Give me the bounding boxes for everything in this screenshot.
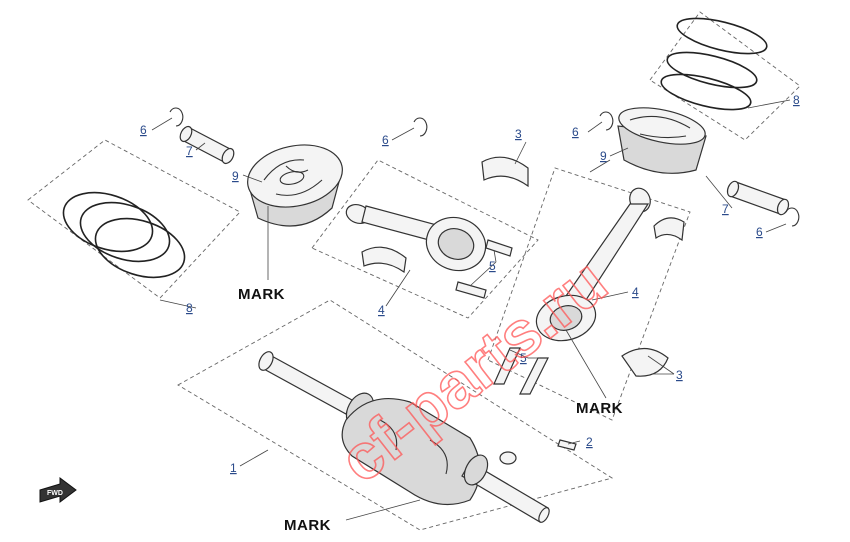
callout-9-right[interactable]: 9 [600,149,607,163]
piston-right [617,107,707,174]
piston-pin-left [179,125,235,165]
crankshaft-frame [177,299,614,531]
conrod-left-frame [311,159,539,319]
bearing-shell-left [361,156,529,274]
woodruff-key [557,439,577,451]
ring-set-right [660,17,768,111]
bearing-shell-right [621,217,685,377]
conrod-right-frame [487,167,691,421]
crankshaft [258,351,550,523]
mark-label-conrod: MARK [576,400,623,417]
conrod-bolt-left [455,239,513,299]
callout-6-right-bottom[interactable]: 6 [756,225,763,239]
conrod-bolt-right [493,347,549,395]
ring-set-left [62,191,186,279]
circlip-right-top [599,111,614,131]
callout-2[interactable]: 2 [586,435,593,449]
callout-4-right[interactable]: 4 [632,285,639,299]
callout-5-left[interactable]: 5 [489,259,496,273]
mark-label-piston: MARK [238,286,285,303]
callout-5-right[interactable]: 5 [520,351,527,365]
callout-8-right[interactable]: 8 [793,93,800,107]
piston-left [247,144,343,227]
callout-7-left[interactable]: 7 [186,144,193,158]
fwd-arrow-icon: FWD [39,477,77,503]
callout-7-right[interactable]: 7 [722,202,729,216]
mark-label-crankshaft: MARK [284,517,331,534]
piston-pin-right [726,180,790,216]
callout-3-left[interactable]: 3 [515,127,522,141]
fwd-label: FWD [47,490,63,497]
callout-9-left[interactable]: 9 [232,169,239,183]
callout-6-left[interactable]: 6 [140,123,147,137]
conrod-left [345,203,487,272]
circlip-right-bottom [785,207,800,227]
callout-6-mid[interactable]: 6 [382,133,389,147]
callout-8-left[interactable]: 8 [186,301,193,315]
conrod-right [535,187,651,342]
callout-4-left[interactable]: 4 [378,303,385,317]
callouts: 6 7 9 6 3 6 9 8 7 6 4 4 5 5 3 8 2 1 [140,93,800,475]
ring-set-left-frame [27,139,241,299]
leader-lines [151,99,791,521]
callout-1[interactable]: 1 [230,461,237,475]
callout-6-right-top[interactable]: 6 [572,125,579,139]
circlip-mid [413,117,428,137]
callout-3-right[interactable]: 3 [676,368,683,382]
circlip-left-top [169,107,184,127]
